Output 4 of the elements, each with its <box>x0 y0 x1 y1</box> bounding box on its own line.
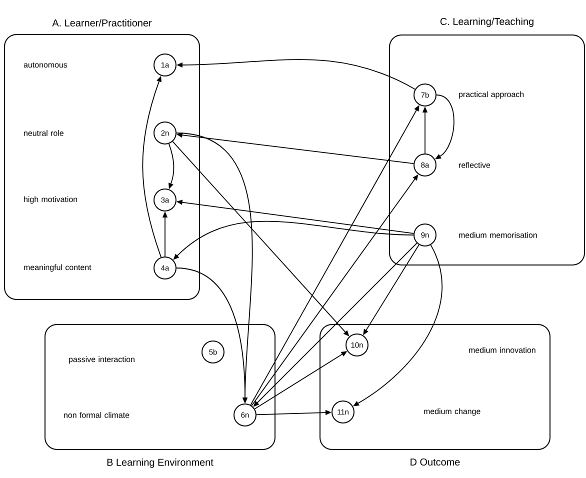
group-heading: B Learning Environment <box>107 458 214 468</box>
group-heading: C. Learning/Teaching <box>440 18 534 27</box>
group-heading: A. Learner/Practitioner <box>52 19 152 26</box>
group-heading: D Outcome <box>410 458 460 466</box>
